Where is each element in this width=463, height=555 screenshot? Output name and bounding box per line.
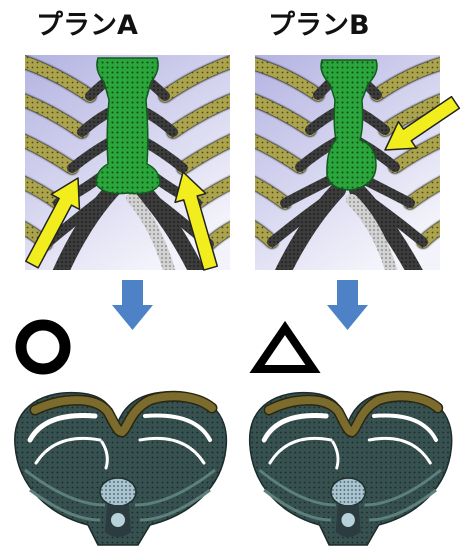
spinal-canal xyxy=(111,513,125,527)
plan-b-result-model xyxy=(250,392,452,545)
circle-outline-icon xyxy=(21,325,65,369)
vertebra xyxy=(100,478,136,506)
plan-a-result-model xyxy=(15,392,227,545)
spinal-canal xyxy=(342,513,355,527)
plan-b-model-image xyxy=(248,55,447,280)
triangle-outline-icon xyxy=(257,328,313,369)
plan-a-down-arrow-icon xyxy=(112,280,153,330)
vertebra xyxy=(331,478,365,506)
plan-b-down-arrow-icon xyxy=(327,280,368,330)
